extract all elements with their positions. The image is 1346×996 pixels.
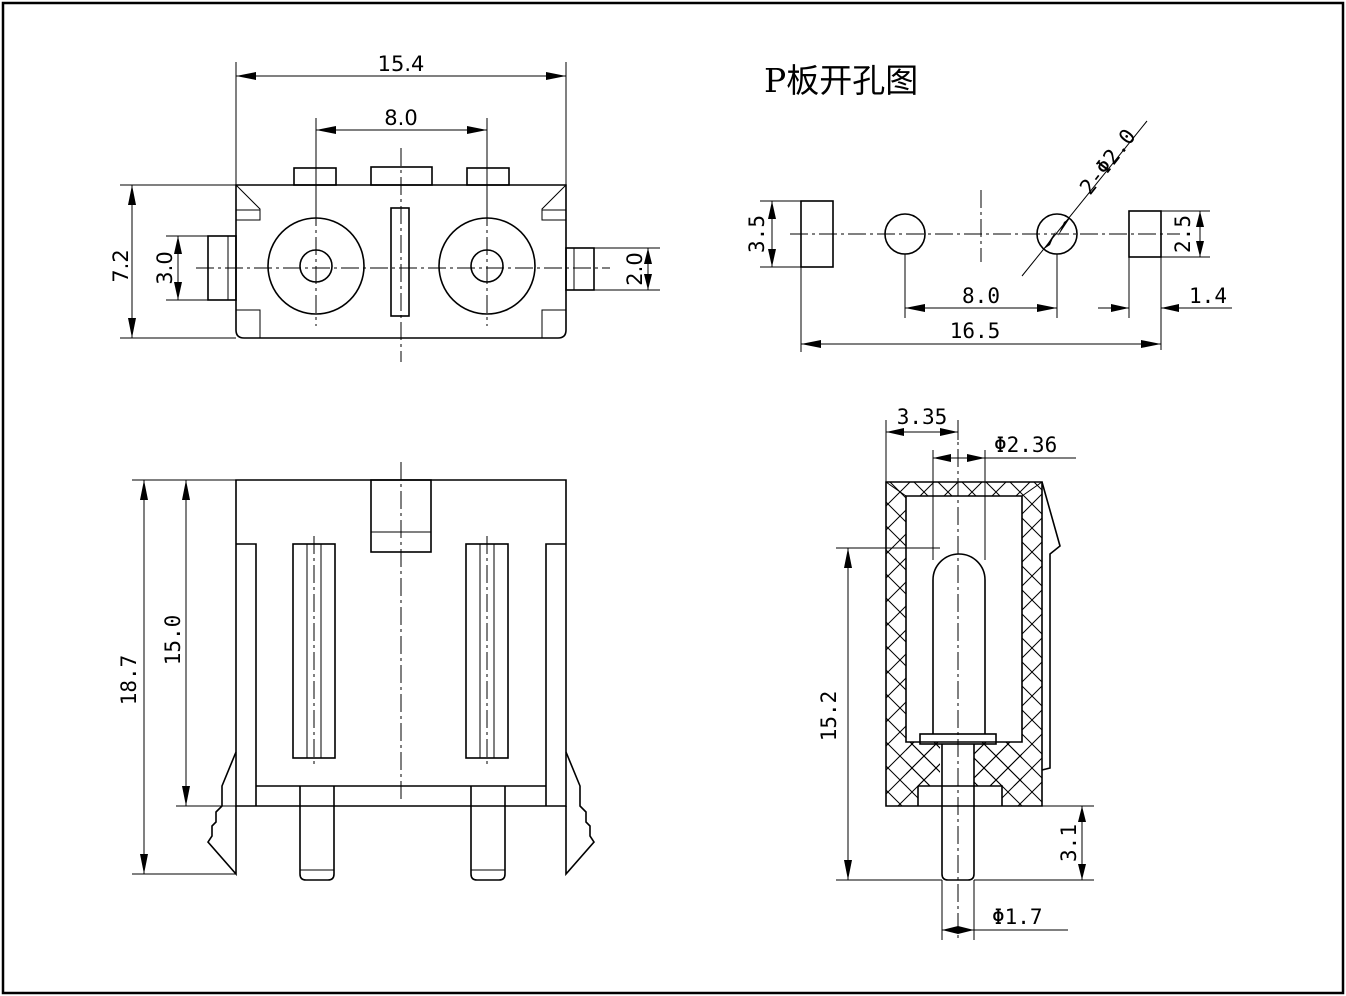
- dim-total-height: 18.7: [117, 655, 141, 706]
- dim-slot-width: 1.4: [1189, 284, 1227, 308]
- top-view: 15.4 8.0 7.2 3.0 2.0: [109, 52, 660, 362]
- dim-overall-span: 16.5: [950, 319, 1001, 343]
- dim-left-slot-height: 3.5: [745, 215, 769, 253]
- front-view: 18.7 15.0: [117, 462, 596, 881]
- dim-pin-head-diameter: Φ2.36: [994, 433, 1057, 457]
- dim-height: 7.2: [109, 249, 133, 282]
- dim-pin-diameter: Φ1.7: [992, 905, 1043, 929]
- dim-hole-pitch: 8.0: [962, 284, 1000, 308]
- dim-right-slot-height: 2.5: [1171, 215, 1195, 253]
- dim-pin-pitch: 8.0: [384, 106, 417, 130]
- dim-inner-height: 15.2: [817, 691, 841, 742]
- dim-right-tab-height: 2.0: [623, 252, 647, 285]
- dim-pin-protrusion: 3.1: [1057, 824, 1081, 862]
- dim-body-height: 15.0: [161, 615, 185, 666]
- dim-offset: 3.35: [897, 405, 948, 429]
- drawing-title: P板开孔图: [764, 61, 918, 100]
- dim-overall-width: 15.4: [378, 52, 425, 76]
- hole-pattern-view: P板开孔图 3.5 2.5 2-Φ2.0 8.0: [745, 61, 1232, 352]
- section-view: 3.35 Φ2.36 15.2 3.1 Φ1.7: [817, 405, 1094, 940]
- dim-hole-spec: 2-Φ2.0: [1075, 125, 1141, 200]
- dim-left-tab-height: 3.0: [153, 251, 177, 284]
